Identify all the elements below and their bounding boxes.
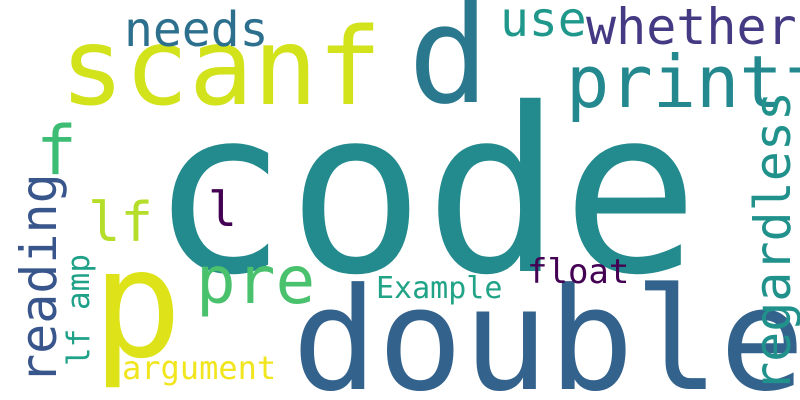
word-use: use [500, 0, 587, 48]
word-l: l [208, 182, 237, 238]
word-example: Example [376, 271, 503, 306]
word-reading: reading [10, 173, 68, 384]
word-printf: printf [566, 40, 800, 124]
word-d: d [408, 0, 490, 134]
word-double: double [292, 258, 800, 400]
word-argument: argument [122, 349, 277, 387]
word-whether: whether [586, 0, 797, 56]
word-scanf: scanf [60, 6, 383, 130]
word-pre: pre [196, 242, 316, 319]
word-p: p [92, 218, 183, 392]
word-float: float [527, 252, 630, 292]
word-regardless: regardless [744, 90, 800, 392]
word-lf: lf [88, 191, 154, 254]
word-f: f [36, 112, 77, 191]
word-code: code [150, 59, 700, 325]
word-needs: needs [124, 2, 269, 58]
word-lf-amp: lf amp [61, 254, 97, 366]
